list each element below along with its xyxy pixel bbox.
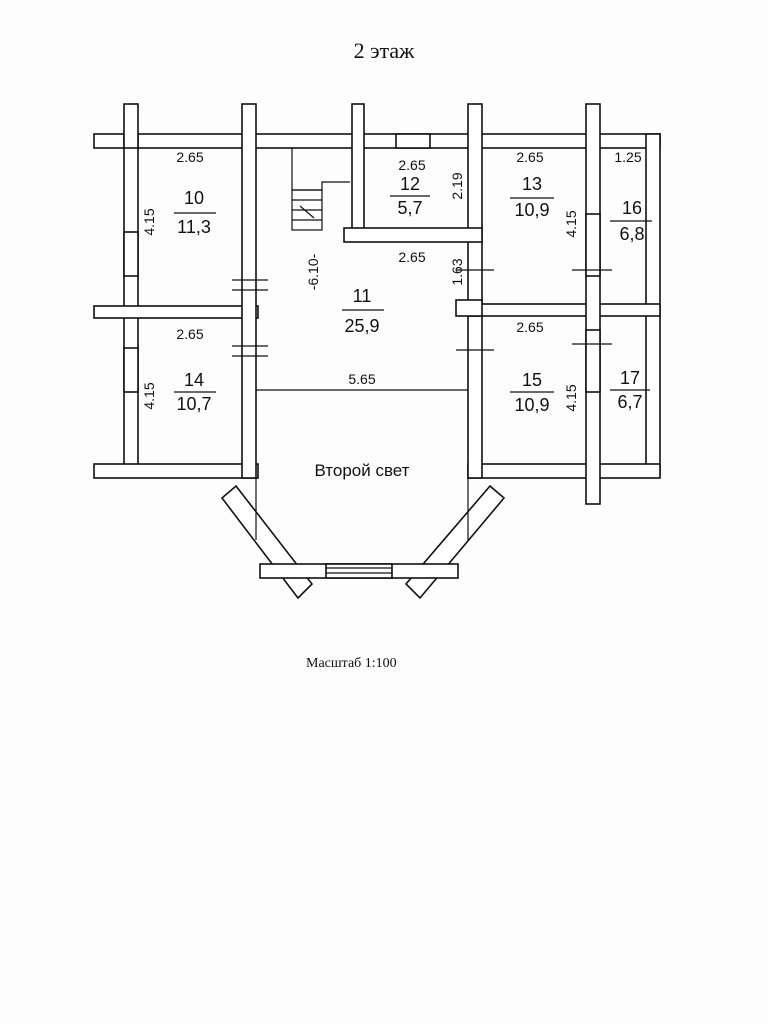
room-11-length: -6.10- <box>305 253 321 290</box>
room-17-label: 17 6,7 <box>610 368 650 412</box>
room-14-width: 2.65 <box>176 326 203 342</box>
room-15-length: 4.15 <box>563 384 579 411</box>
walls <box>93 103 661 505</box>
room-14-number: 14 <box>184 370 204 390</box>
room-13-length: 4.15 <box>563 210 579 237</box>
room-11-label: 11 25,9 2.65 -6.10- 5.65 <box>305 249 426 387</box>
room-14-area: 10,7 <box>176 394 211 414</box>
room-11-area: 25,9 <box>344 316 379 336</box>
room-14-length: 4.15 <box>141 382 157 409</box>
room-14-label: 2.65 14 10,7 4.15 <box>141 326 216 414</box>
room-13-label: 2.65 13 10,9 4.15 1.63 <box>449 149 579 286</box>
room-10-number: 10 <box>184 188 204 208</box>
room-13-area: 10,9 <box>514 200 549 220</box>
second-light-label: Второй свет <box>315 461 410 480</box>
room-13-door-length: 1.63 <box>449 258 465 285</box>
scale-label: Масштаб 1:100 <box>306 656 397 671</box>
room-11-width: 2.65 <box>398 249 425 265</box>
room-16-area: 6,8 <box>619 224 644 244</box>
room-15-area: 10,9 <box>514 395 549 415</box>
room-16-number: 16 <box>622 198 642 218</box>
room-13-width: 2.65 <box>516 149 543 165</box>
room-12-label: 2.65 12 5,7 2.19 <box>390 157 465 218</box>
room-11-number: 11 <box>353 286 372 306</box>
room-10-area: 11,3 <box>177 217 211 237</box>
room-10-length: 4.15 <box>141 208 157 235</box>
room-17-number: 17 <box>620 368 640 388</box>
room-12-number: 12 <box>400 174 420 194</box>
room-12-width: 2.65 <box>398 157 425 173</box>
page-title: 2 этаж <box>353 38 415 63</box>
room-10-width: 2.65 <box>176 149 203 165</box>
bay-walls <box>220 478 506 600</box>
room-12-length: 2.19 <box>449 172 465 199</box>
room-15-number: 15 <box>522 370 542 390</box>
room-11-divider-length: 5.65 <box>348 371 375 387</box>
door-marks <box>232 269 612 357</box>
room-10-label: 2.65 10 11,3 4.15 <box>141 149 216 237</box>
room-15-label: 2.65 15 10,9 4.15 <box>510 319 579 415</box>
staircase <box>291 148 350 231</box>
room-13-number: 13 <box>522 174 542 194</box>
room-16-label: 1.25 16 6,8 <box>610 149 652 244</box>
room-15-width: 2.65 <box>516 319 543 335</box>
room-16-width: 1.25 <box>614 149 641 165</box>
room-17-area: 6,7 <box>617 392 642 412</box>
room-12-area: 5,7 <box>397 198 422 218</box>
